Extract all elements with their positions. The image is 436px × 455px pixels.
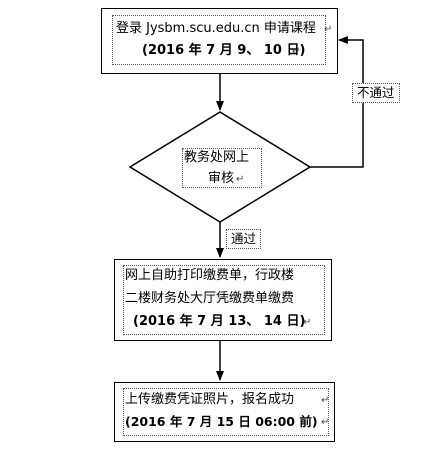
review-line-1: 教务处网上 [184, 150, 250, 165]
register-step-box: 登录 Jysbm.scu.edu.cn 申请课程 ↵ (2016 年 7 月 9… [101, 8, 338, 74]
paragraph-mark: ↵ [236, 174, 245, 185]
fail-edge-label: 不通过 [352, 83, 400, 103]
payment-line-2: 二楼财务处大厅凭缴费单缴费 [125, 291, 295, 306]
paragraph-mark: ↵ [303, 317, 312, 328]
arrow-review-fail-loop [310, 36, 364, 168]
pass-edge-label: 通过 [226, 229, 262, 249]
register-line-1: 登录 Jysbm.scu.edu.cn 申请课程 [116, 21, 316, 36]
upload-line-1: 上传缴费凭证照片，报名成功 [125, 392, 295, 407]
review-text-frame [182, 148, 262, 188]
payment-line-1: 网上自助打印缴费单，行政楼 [125, 268, 295, 283]
fail-label-text: 不通过 [357, 85, 395, 100]
pass-label-text: 通过 [231, 231, 257, 246]
paragraph-mark: ↵ [324, 24, 333, 35]
upload-line-2: (2016 年 7 月 15 日 06:00 前) [125, 414, 318, 429]
register-text-frame [112, 15, 326, 65]
payment-line-3: (2016 年 7 月 13、 14 日) [133, 314, 306, 329]
upload-text-frame [123, 388, 329, 436]
paragraph-mark: ↵ [321, 417, 330, 428]
payment-text-frame [123, 265, 325, 335]
review-line-2: 审核 [208, 171, 235, 186]
paragraph-mark: ↵ [292, 46, 301, 57]
paragraph-mark: ↵ [321, 395, 330, 406]
register-line-2: (2016 年 7 月 9、 10 日) [142, 43, 306, 58]
payment-step-box: 网上自助打印缴费单，行政楼 二楼财务处大厅凭缴费单缴费 (2016 年 7 月 … [114, 259, 332, 341]
upload-step-box: 上传缴费凭证照片，报名成功 ↵ (2016 年 7 月 15 日 06:00 前… [114, 382, 335, 442]
